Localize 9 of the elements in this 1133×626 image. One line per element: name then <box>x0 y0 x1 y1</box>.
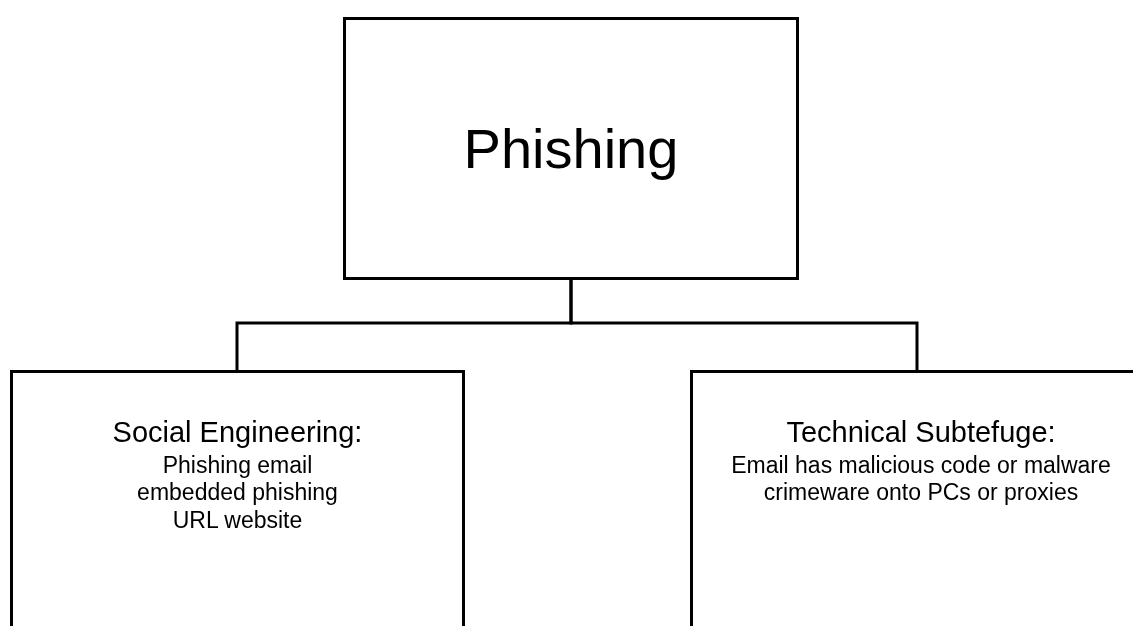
category-box <box>690 370 1133 626</box>
heading-text: Phishing <box>463 115 679 182</box>
description-text: Phishing email embedded phishing URL website <box>136 451 339 535</box>
heading-text: Technical Subtefuge: <box>785 415 1057 450</box>
connector-line <box>569 280 919 370</box>
category-box <box>10 370 465 626</box>
heading-text: Social Engineering: <box>112 415 363 450</box>
description-text: Email has malicious code or malware crimeware onto PCs or proxies <box>730 451 1112 507</box>
topic-box <box>343 17 799 280</box>
